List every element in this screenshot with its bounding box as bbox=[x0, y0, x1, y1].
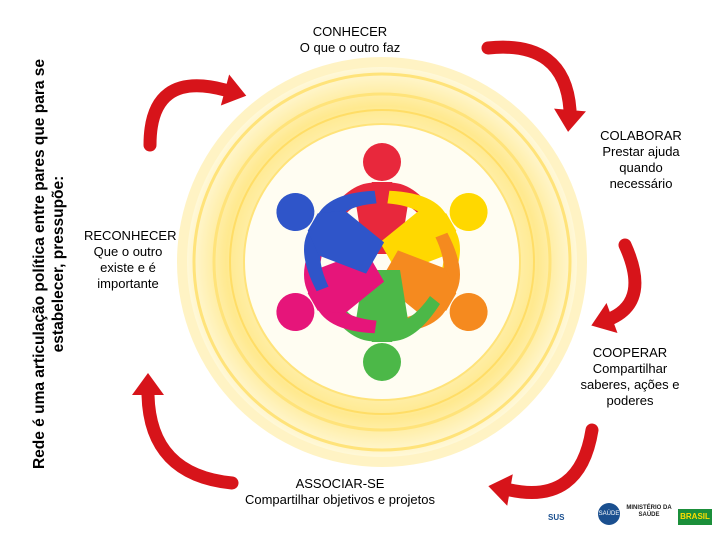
arrow-associar-to-reconhecer bbox=[132, 373, 239, 490]
stage-reconhecer-desc-2: existe e é bbox=[100, 260, 156, 275]
orange-figure bbox=[379, 232, 488, 334]
cycle-arrows bbox=[132, 40, 642, 506]
arrow-colaborar-to-cooperar bbox=[591, 238, 642, 334]
stage-reconhecer-title: RECONHECER bbox=[84, 228, 177, 243]
saude-logo: SAÚDE bbox=[598, 503, 620, 525]
stage-conhecer: CONHECER O que o outro faz bbox=[260, 24, 440, 56]
stage-colaborar-desc-1: Prestar ajuda bbox=[602, 144, 680, 159]
arrow-reconhecer-to-conhecer bbox=[143, 74, 247, 152]
stage-cooperar: COOPERAR Compartilhar saberes, ações e p… bbox=[560, 345, 700, 409]
stage-cooperar-desc-1: Compartilhar bbox=[592, 361, 668, 376]
stage-reconhecer: RECONHECER Que o outro existe e é import… bbox=[84, 228, 177, 292]
stage-associar: ASSOCIAR-SE Compartilhar objetivos e pro… bbox=[220, 476, 460, 508]
blue-figure bbox=[276, 190, 385, 292]
sun-background bbox=[177, 57, 587, 467]
stage-associar-title: ASSOCIAR-SE bbox=[295, 476, 385, 491]
stage-cooperar-desc-2: saberes, ações e bbox=[580, 377, 680, 392]
stage-associar-desc: Compartilhar objetivos e projetos bbox=[244, 492, 436, 507]
arrow-conhecer-to-colaborar bbox=[481, 40, 586, 132]
brasil-logo: BRASIL bbox=[678, 509, 712, 525]
stage-conhecer-title: CONHECER bbox=[312, 24, 388, 39]
stage-cooperar-title: COOPERAR bbox=[592, 345, 668, 360]
people-figures bbox=[276, 143, 488, 381]
stage-cooperar-desc-3: poderes bbox=[606, 393, 654, 408]
footer-logos: SUS SAÚDE MINISTÉRIO DA SAÚDE BRASIL bbox=[548, 503, 713, 533]
stage-colaborar-desc-3: necessário bbox=[609, 176, 673, 191]
stage-colaborar: COLABORAR Prestar ajuda quando necessári… bbox=[582, 128, 700, 192]
stage-colaborar-title: COLABORAR bbox=[600, 128, 682, 143]
sus-logo: SUS bbox=[548, 513, 565, 522]
stage-colaborar-desc-2: quando bbox=[619, 160, 663, 175]
arrow-cooperar-to-associar bbox=[488, 423, 599, 506]
stage-reconhecer-desc-1: Que o outro bbox=[93, 244, 163, 259]
stage-reconhecer-desc-3: importante bbox=[97, 276, 159, 291]
ministerio-logo: MINISTÉRIO DA SAÚDE bbox=[626, 505, 672, 518]
stage-conhecer-desc: O que o outro faz bbox=[299, 40, 401, 55]
